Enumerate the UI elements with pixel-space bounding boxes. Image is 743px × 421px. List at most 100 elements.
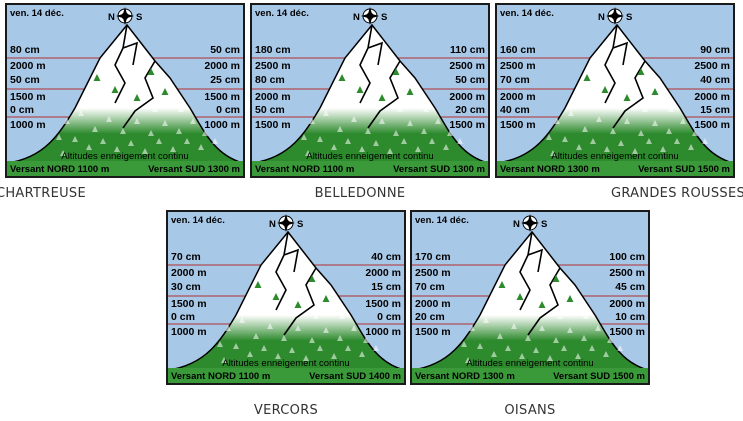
right-low-depth: 0 cm <box>377 311 401 323</box>
forecast-date: ven. 14 déc. <box>10 8 64 19</box>
left-top-altitude: 2000 m <box>171 267 207 279</box>
left-low-depth: 0 cm <box>10 104 34 116</box>
north-slope-limit: Versant NORD 1100 m <box>255 164 354 175</box>
continuous-snow-label: Altitudes enneigement continu <box>551 151 678 162</box>
left-top-depth: 180 cm <box>255 44 291 56</box>
right-top-depth: 100 cm <box>609 251 645 263</box>
left-top-depth: 170 cm <box>415 251 451 263</box>
right-mid-altitude: 2000 m <box>609 298 645 310</box>
south-slope-limit: Versant SUD 1300 m <box>393 164 485 175</box>
compass-north-label: N <box>108 12 115 23</box>
footer-band <box>412 368 648 383</box>
footer-band <box>497 161 733 176</box>
right-top-depth: 50 cm <box>210 44 240 56</box>
left-top-depth: 70 cm <box>171 251 201 263</box>
right-low-altitude: 1000 m <box>365 326 401 338</box>
mountain-outline <box>6 23 244 164</box>
right-low-altitude: 1500 m <box>694 119 730 131</box>
north-slope-limit: Versant NORD 1300 m <box>500 164 600 175</box>
compass-icon <box>116 7 134 25</box>
left-low-depth: 20 cm <box>415 311 445 323</box>
compass-north-label: N <box>598 12 605 23</box>
continuous-snow-label: Altitudes enneigement continu <box>222 358 349 369</box>
left-top-depth: 80 cm <box>10 44 40 56</box>
right-mid-depth: 25 cm <box>210 74 240 86</box>
left-low-depth: 40 cm <box>500 104 530 116</box>
left-top-depth: 160 cm <box>500 44 536 56</box>
mountain-ridges <box>114 24 156 129</box>
mountain-outline <box>411 230 649 371</box>
compass-south-label: S <box>136 12 142 23</box>
right-top-depth: 40 cm <box>371 251 401 263</box>
mountain-outline <box>496 23 734 164</box>
compass-north-label: N <box>353 12 360 23</box>
massif-caption: BELLEDONNE <box>314 186 406 201</box>
left-mid-altitude: 1500 m <box>10 91 46 103</box>
left-low-altitude: 1000 m <box>171 326 207 338</box>
right-top-depth: 90 cm <box>700 44 730 56</box>
left-low-altitude: 1500 m <box>255 119 291 131</box>
compass-north-label: N <box>269 219 276 230</box>
compass-south-label: S <box>381 12 387 23</box>
right-top-altitude: 2500 m <box>449 60 485 72</box>
snow-panel-oisans: N S ven. 14 déc. 170 cm 2500 m 70 cm 200… <box>410 210 650 385</box>
left-top-altitude: 2500 m <box>500 60 536 72</box>
snow-panel-grandes-rousses: N S ven. 14 déc. 160 cm 2500 m 70 cm 200… <box>495 3 735 178</box>
snow-panel-vercors: N S ven. 14 déc. 70 cm 2000 m 30 cm 1500… <box>166 210 406 385</box>
right-top-altitude: 2000 m <box>365 267 401 279</box>
right-mid-depth: 15 cm <box>371 281 401 293</box>
forecast-date: ven. 14 déc. <box>171 215 225 226</box>
right-low-depth: 10 cm <box>615 311 645 323</box>
left-mid-depth: 70 cm <box>415 281 445 293</box>
left-mid-depth: 70 cm <box>500 74 530 86</box>
left-mid-altitude: 2000 m <box>500 91 536 103</box>
north-slope-limit: Versant NORD 1100 m <box>10 164 109 175</box>
mountain-shape <box>7 25 243 176</box>
snow-panel-belledonne: N S ven. 14 déc. 180 cm 2500 m 80 cm 200… <box>250 3 490 178</box>
south-slope-limit: Versant SUD 1500 m <box>638 164 730 175</box>
footer-band <box>7 161 243 176</box>
right-top-altitude: 2000 m <box>204 60 240 72</box>
compass-south-label: S <box>626 12 632 23</box>
right-top-depth: 110 cm <box>450 44 485 56</box>
left-low-altitude: 1500 m <box>415 326 451 338</box>
left-mid-altitude: 1500 m <box>171 298 207 310</box>
left-mid-altitude: 2000 m <box>415 298 451 310</box>
compass-icon <box>606 7 624 25</box>
left-mid-altitude: 2000 m <box>255 91 291 103</box>
mountain-ridges <box>604 24 646 129</box>
left-low-depth: 0 cm <box>171 311 195 323</box>
left-low-depth: 50 cm <box>255 104 285 116</box>
massif-caption: CHARTREUSE <box>0 186 86 201</box>
massif-caption: VERCORS <box>253 403 319 418</box>
north-slope-limit: Versant NORD 1100 m <box>171 371 270 382</box>
snow-panel-chartreuse: N S ven. 14 déc. 80 cm 2000 m 50 cm 1500… <box>5 3 245 178</box>
footer-band <box>168 368 404 383</box>
right-mid-depth: 40 cm <box>700 74 730 86</box>
right-mid-depth: 50 cm <box>455 74 485 86</box>
south-slope-limit: Versant SUD 1500 m <box>553 371 645 382</box>
continuous-snow-label: Altitudes enneigement continu <box>306 151 433 162</box>
mountain-shape <box>412 232 648 383</box>
compass-north-label: N <box>513 219 520 230</box>
right-low-depth: 15 cm <box>700 104 730 116</box>
continuous-snow-label: Altitudes enneigement continu <box>466 358 593 369</box>
mountain-ridges <box>519 231 561 336</box>
right-mid-altitude: 2000 m <box>449 91 485 103</box>
right-low-depth: 0 cm <box>216 104 240 116</box>
compass-icon <box>361 7 379 25</box>
continuous-snow-label: Altitudes enneigement continu <box>61 151 188 162</box>
right-low-altitude: 1000 m <box>204 119 240 131</box>
mountain-outline <box>167 230 405 371</box>
compass-south-label: S <box>541 219 547 230</box>
south-slope-limit: Versant SUD 1300 m <box>148 164 240 175</box>
left-low-altitude: 1500 m <box>500 119 536 131</box>
left-top-altitude: 2500 m <box>255 60 291 72</box>
right-low-altitude: 1500 m <box>609 326 645 338</box>
mountain-shape <box>168 232 404 383</box>
right-top-altitude: 2500 m <box>609 267 645 279</box>
north-slope-limit: Versant NORD 1300 m <box>415 371 515 382</box>
left-mid-depth: 30 cm <box>171 281 201 293</box>
forecast-date: ven. 14 déc. <box>415 215 469 226</box>
left-mid-depth: 80 cm <box>255 74 285 86</box>
